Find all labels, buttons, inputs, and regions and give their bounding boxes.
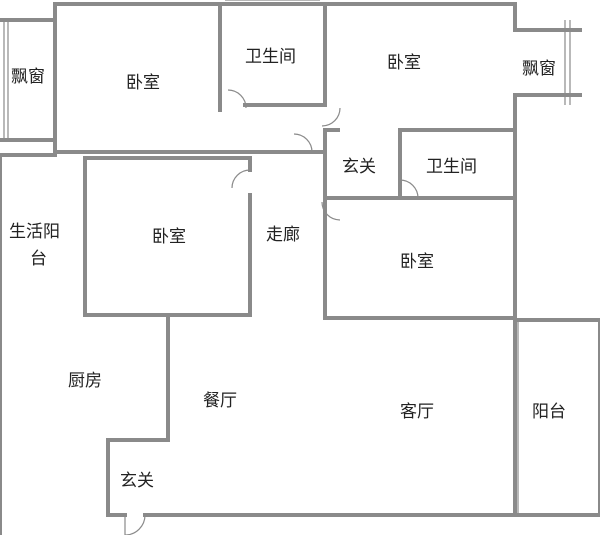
label-bay-window-right: 飘窗 [522,59,556,79]
label-living-room: 客厅 [400,402,434,422]
label-bathroom-right: 卫生间 [426,157,477,177]
label-bedroom-top-left: 卧室 [126,73,160,93]
label-kitchen: 厨房 [68,371,102,391]
windows [3,0,571,515]
door-swings [124,89,419,535]
label-bedroom-middle-left: 卧室 [152,227,186,247]
label-balcony: 阳台 [532,402,566,422]
label-corridor: 走廊 [266,225,300,245]
label-dining-room: 餐厅 [203,391,237,411]
label-bathroom-top: 卫生间 [245,47,296,67]
room-labels: 飘窗 卧室 卫生间 卧室 飘窗 玄关 卫生间 生活阳 台 卧室 走廊 卧室 厨房… [9,47,566,491]
label-utility-balcony-2: 台 [30,249,47,269]
label-bay-window-left: 飘窗 [11,67,45,87]
label-entry-hall-main: 玄关 [120,471,154,491]
label-bedroom-middle-right: 卧室 [400,252,434,272]
label-bedroom-top-right: 卧室 [387,53,421,73]
label-utility-balcony-1: 生活阳 [9,222,60,242]
label-entry-hall-inner: 玄关 [342,157,376,177]
